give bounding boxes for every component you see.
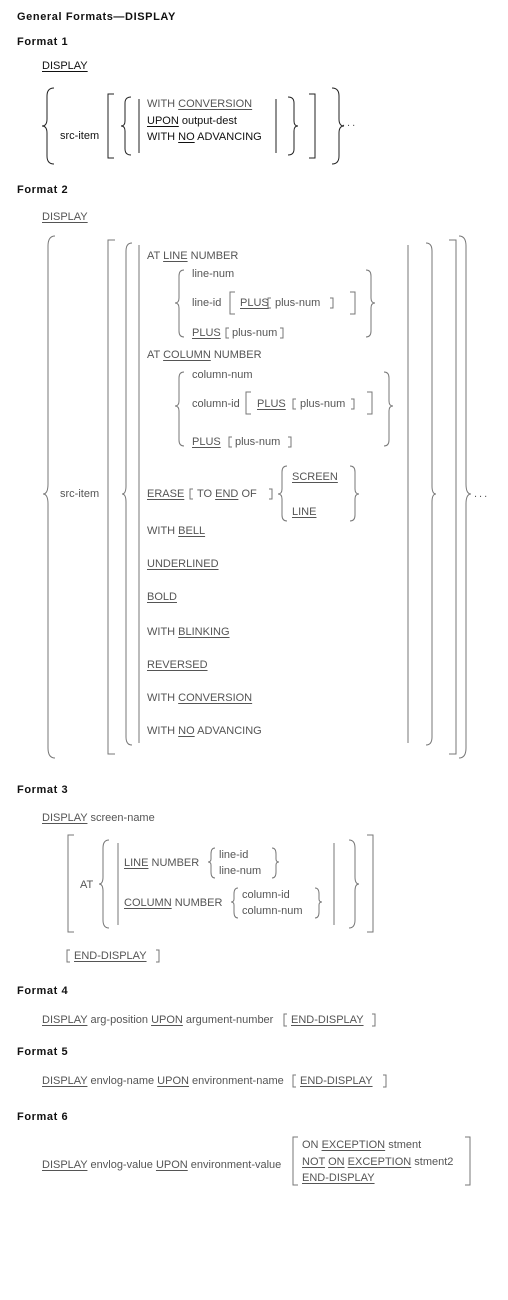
f2-reversed: REVERSED bbox=[147, 659, 208, 671]
f3-at: AT bbox=[80, 879, 94, 891]
f1-with-no-advancing: WITH NO ADVANCING bbox=[147, 131, 262, 143]
f4-statement: DISPLAY arg-position UPON argument-numbe… bbox=[42, 1014, 274, 1026]
page-title: General Formats—DISPLAY bbox=[17, 11, 176, 23]
format-3-heading: Format 3 bbox=[17, 784, 69, 796]
f6-on-exception: ON EXCEPTION stment bbox=[302, 1139, 422, 1151]
f2-ellipsis: ... bbox=[474, 488, 490, 500]
f2-at-column-number: AT COLUMN NUMBER bbox=[147, 349, 262, 361]
format-2-heading: Format 2 bbox=[17, 184, 69, 196]
f2-column-num: column-num bbox=[192, 369, 253, 381]
f3-line-num: line-num bbox=[219, 865, 262, 877]
f2-column-id: column-id bbox=[192, 398, 240, 410]
format-1-heading: Format 1 bbox=[17, 36, 69, 48]
format-4-heading: Format 4 bbox=[17, 985, 69, 997]
f2-display-keyword: DISPLAY bbox=[42, 211, 88, 223]
f2-line: LINE bbox=[292, 506, 317, 518]
f3-column-num: column-num bbox=[242, 905, 303, 917]
f5-end-display: END-DISPLAY bbox=[300, 1075, 373, 1087]
f2-screen: SCREEN bbox=[292, 471, 338, 483]
f2-with-bell: WITH BELL bbox=[147, 525, 206, 537]
f2-line-id: line-id bbox=[192, 297, 222, 309]
f2-at-line-number: AT LINE NUMBER bbox=[147, 250, 239, 262]
f2-column-id-plus-num: plus-num bbox=[300, 398, 346, 410]
f2-src-item: src-item bbox=[60, 488, 100, 500]
f6-statement: DISPLAY envlog-value UPON environment-va… bbox=[42, 1159, 282, 1171]
f2-erase: ERASE bbox=[147, 488, 185, 500]
f2-line-plus: PLUS bbox=[192, 327, 221, 339]
f2-column-id-plus: PLUS bbox=[257, 398, 286, 410]
f2-with-no-advancing: WITH NO ADVANCING bbox=[147, 725, 262, 737]
f3-column-id: column-id bbox=[242, 889, 290, 901]
f1-ellipsis: ... bbox=[342, 117, 358, 129]
f2-bold: BOLD bbox=[147, 591, 177, 603]
f1-display-keyword: DISPLAY bbox=[42, 60, 88, 72]
f2-line-num: line-num bbox=[192, 268, 235, 280]
f5-statement: DISPLAY envlog-name UPON environment-nam… bbox=[42, 1075, 284, 1087]
format-5-heading: Format 5 bbox=[17, 1046, 69, 1058]
f1-with-conversion: WITH CONVERSION bbox=[147, 98, 253, 110]
f4-end-display: END-DISPLAY bbox=[291, 1014, 364, 1026]
f3-column-number: COLUMN NUMBER bbox=[124, 897, 223, 909]
f1-src-item: src-item bbox=[60, 130, 100, 142]
f2-line-id-plus: PLUS bbox=[240, 297, 269, 309]
f2-to-end-of: TO END OF bbox=[197, 488, 257, 500]
f6-end-display: END-DISPLAY bbox=[302, 1172, 375, 1184]
f2-with-conversion: WITH CONVERSION bbox=[147, 692, 253, 704]
f1-upon-output-dest: UPON output-dest bbox=[147, 115, 237, 127]
f3-end-display: END-DISPLAY bbox=[74, 950, 147, 962]
f2-with-blinking: WITH BLINKING bbox=[147, 626, 230, 638]
f3-line-id: line-id bbox=[219, 849, 249, 861]
f6-not-on-exception: NOT ON EXCEPTION stment2 bbox=[302, 1156, 454, 1168]
f2-line-plus-num: plus-num bbox=[232, 327, 278, 339]
f3-line-number: LINE NUMBER bbox=[124, 857, 200, 869]
format-6-heading: Format 6 bbox=[17, 1111, 69, 1123]
f2-line-id-plus-num: plus-num bbox=[275, 297, 321, 309]
f3-display-screen-name: DISPLAY screen-name bbox=[42, 812, 155, 824]
f2-column-plus-num: plus-num bbox=[235, 436, 281, 448]
f2-underlined: UNDERLINED bbox=[147, 558, 219, 570]
f2-column-plus: PLUS bbox=[192, 436, 221, 448]
